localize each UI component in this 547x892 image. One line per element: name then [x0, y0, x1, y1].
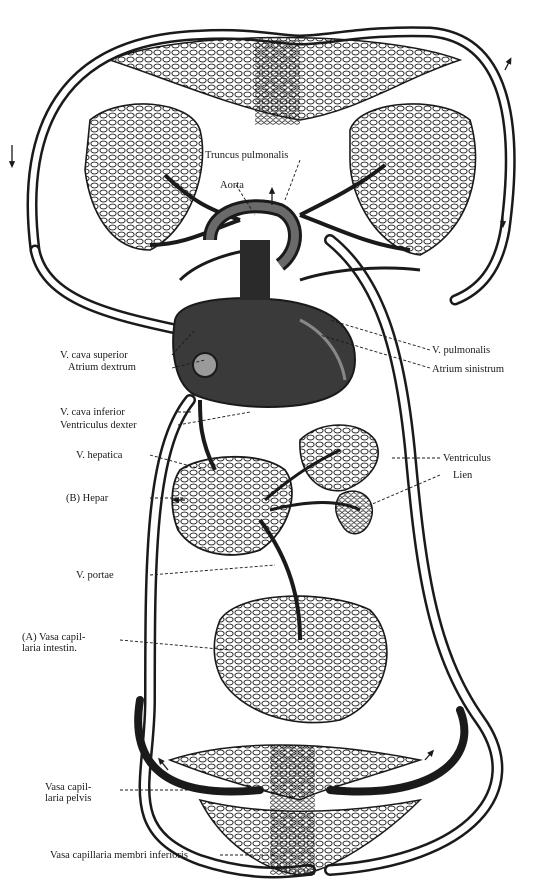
label-atrium-dextrum: Atrium dextrum	[68, 362, 136, 373]
label-hepar: (B) Hepar	[66, 493, 108, 504]
label-aorta: Aorta	[220, 180, 244, 191]
label-lien: Lien	[453, 470, 472, 481]
label-truncus-pulmonalis: Truncus pulmonalis	[205, 150, 288, 161]
capillary-bed-lung-right	[85, 104, 203, 250]
label-v-pulmonalis: V. pulmonalis	[432, 345, 490, 356]
label-v-hepatica: V. hepatica	[76, 450, 122, 461]
label-vasa-capillaria-intestin: (A) Vasa capil- laria intestin.	[22, 632, 85, 654]
label-atrium-sinistrum: Atrium sinistrum	[432, 364, 504, 375]
label-v-portae: V. portae	[76, 570, 114, 581]
label-v-cava-inferior: V. cava inferior	[60, 407, 125, 418]
label-ventriculus-dexter: Ventriculus dexter	[60, 420, 137, 431]
spleen	[336, 491, 373, 534]
label-v-cava-superior: V. cava superior	[60, 350, 128, 361]
label-vasa-capillaria-pelvis: Vasa capil- laria pelvis	[45, 782, 91, 804]
label-ventriculus: Ventriculus	[443, 453, 491, 464]
stomach	[300, 425, 378, 491]
capillary-bed-lung-left	[350, 104, 476, 255]
label-vasa-capillaria-membri-inferioris: Vasa capillaria membri inferioris	[50, 850, 188, 861]
